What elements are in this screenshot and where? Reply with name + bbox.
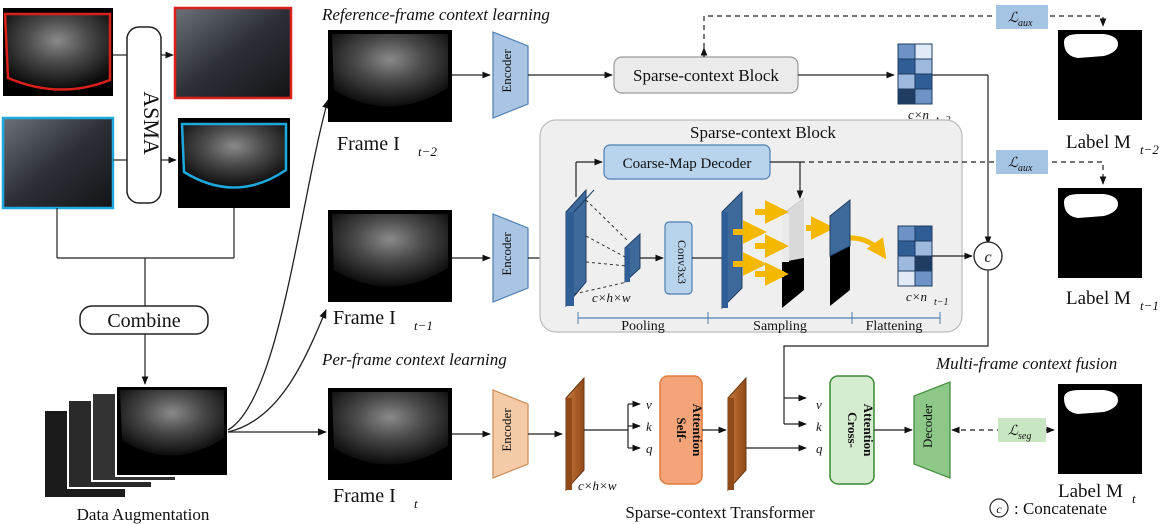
legend-concatenate-icon	[989, 498, 1009, 518]
feature-map-per-frame	[565, 376, 585, 492]
asma-source-image-cyan	[1, 116, 115, 210]
frame-t: Frame I t	[328, 388, 452, 511]
label-m-t2: Label M	[1066, 132, 1131, 153]
conv3x3-label: Conv3x3	[675, 240, 689, 284]
title-reference-frame: Reference-frame context learning	[321, 5, 550, 24]
pooled-feature	[624, 232, 641, 284]
label-m-t: Label M	[1058, 481, 1123, 502]
decoder-label: Decoder	[920, 403, 935, 448]
encoder-t-label: Encoder	[499, 408, 514, 452]
augmentation-panel: ASMA Combine Data Augmentation	[1, 6, 330, 524]
stage-sampling: Sampling	[753, 319, 807, 334]
cross-attention-label-1: Cross-	[845, 412, 860, 448]
stage-brackets	[577, 312, 941, 324]
sampling-feature-map	[721, 190, 743, 310]
aux-loss-middle-sub: aux	[1018, 163, 1033, 174]
frame-t-label: Frame I	[333, 485, 396, 507]
transformer-caption: Sparse-context Transformer	[625, 503, 815, 522]
combine-label: Combine	[107, 310, 180, 332]
asma-source-image-red	[3, 12, 112, 91]
asma-result-image-cyan	[180, 122, 288, 189]
asma-box	[126, 26, 162, 204]
token-matrix-t-minus-1	[897, 225, 933, 287]
asma-result-image-red	[173, 6, 293, 100]
aux-loss-top	[996, 5, 1048, 29]
cross-attention-k: k	[816, 419, 822, 434]
coarse-map-decoder-label: Coarse-Map Decoder	[623, 156, 752, 172]
title-multi-frame: Multi-frame context fusion	[935, 354, 1117, 373]
sparse-block-top-label: Sparse-context Block	[633, 66, 779, 85]
self-attention-k: k	[646, 419, 652, 434]
dim-cn-t1: c×n	[906, 289, 927, 304]
encoder-t-minus-2: Encoder	[452, 31, 613, 119]
encoder-t-minus-1: Encoder	[452, 213, 561, 303]
aux-loss-middle	[996, 150, 1048, 174]
legend-text: : Concatenate	[1014, 499, 1107, 518]
cross-attention-label-2: Attention	[861, 404, 876, 457]
cross-attention-v: v	[816, 397, 822, 412]
stage-flattening: Flattening	[866, 319, 923, 334]
seg-loss-main: ℒ	[1008, 424, 1019, 439]
asma-label: ASMA	[139, 91, 164, 155]
self-attention-label-2: Attention	[690, 404, 705, 457]
token-matrix-t-minus-2	[897, 43, 933, 105]
encoder-t2-label: Encoder	[499, 49, 514, 93]
coarse-map-stack	[782, 198, 804, 308]
frame-t-minus-1: Frame I t−1	[328, 210, 452, 333]
label-m-t1: Label M	[1066, 288, 1131, 309]
label-m-t2-sub: t−2	[1140, 142, 1159, 157]
dim-cn-t2: c×n	[908, 107, 929, 122]
label-m-t1-sub: t−1	[1140, 298, 1159, 313]
self-attention-label-1: Self-	[674, 417, 689, 442]
encoder-t1-label: Encoder	[499, 232, 514, 276]
dim-cn-t1-sub: t−1	[934, 297, 949, 308]
self-attention-q: q	[646, 441, 653, 456]
legend-symbol: c	[996, 502, 1002, 516]
feature-map-chw	[565, 188, 595, 308]
feature-map-attended	[727, 376, 747, 492]
title-per-frame: Per-frame context learning	[321, 350, 507, 369]
frame-t1-label: Frame I	[333, 307, 396, 329]
aux-loss-top-sub: aux	[1018, 18, 1033, 29]
frame-t2-subscript: t−2	[418, 144, 437, 159]
frame-t-subscript: t	[414, 496, 418, 511]
dim-chw-sparse: c×h×w	[592, 290, 631, 305]
seg-loss-sub: seg	[1018, 431, 1031, 442]
aux-loss-top-main: ℒ	[1008, 11, 1019, 26]
decoder-block	[913, 381, 951, 479]
frame-t1-subscript: t−1	[414, 318, 433, 333]
frame-t-minus-2: Frame I t−2	[328, 30, 452, 159]
label-m-t-sub: t	[1132, 491, 1136, 506]
sampled-feature	[829, 198, 851, 306]
aux-loss-middle-main: ℒ	[1008, 156, 1019, 171]
combine-box	[79, 305, 209, 335]
sparse-block-detail-title: Sparse-context Block	[690, 123, 836, 142]
seg-loss	[998, 418, 1046, 442]
self-attention-v: v	[646, 397, 652, 412]
frame-t2-label: Frame I	[337, 133, 400, 155]
concatenate-symbol: c	[984, 249, 991, 266]
stage-pooling: Pooling	[621, 319, 665, 334]
augmentation-caption: Data Augmentation	[77, 505, 210, 524]
encoder-t: Encoder	[452, 389, 563, 479]
dim-chw-per-frame: c×h×w	[578, 478, 617, 493]
cross-attention-q: q	[816, 441, 823, 456]
augmented-frame-top	[120, 390, 224, 456]
